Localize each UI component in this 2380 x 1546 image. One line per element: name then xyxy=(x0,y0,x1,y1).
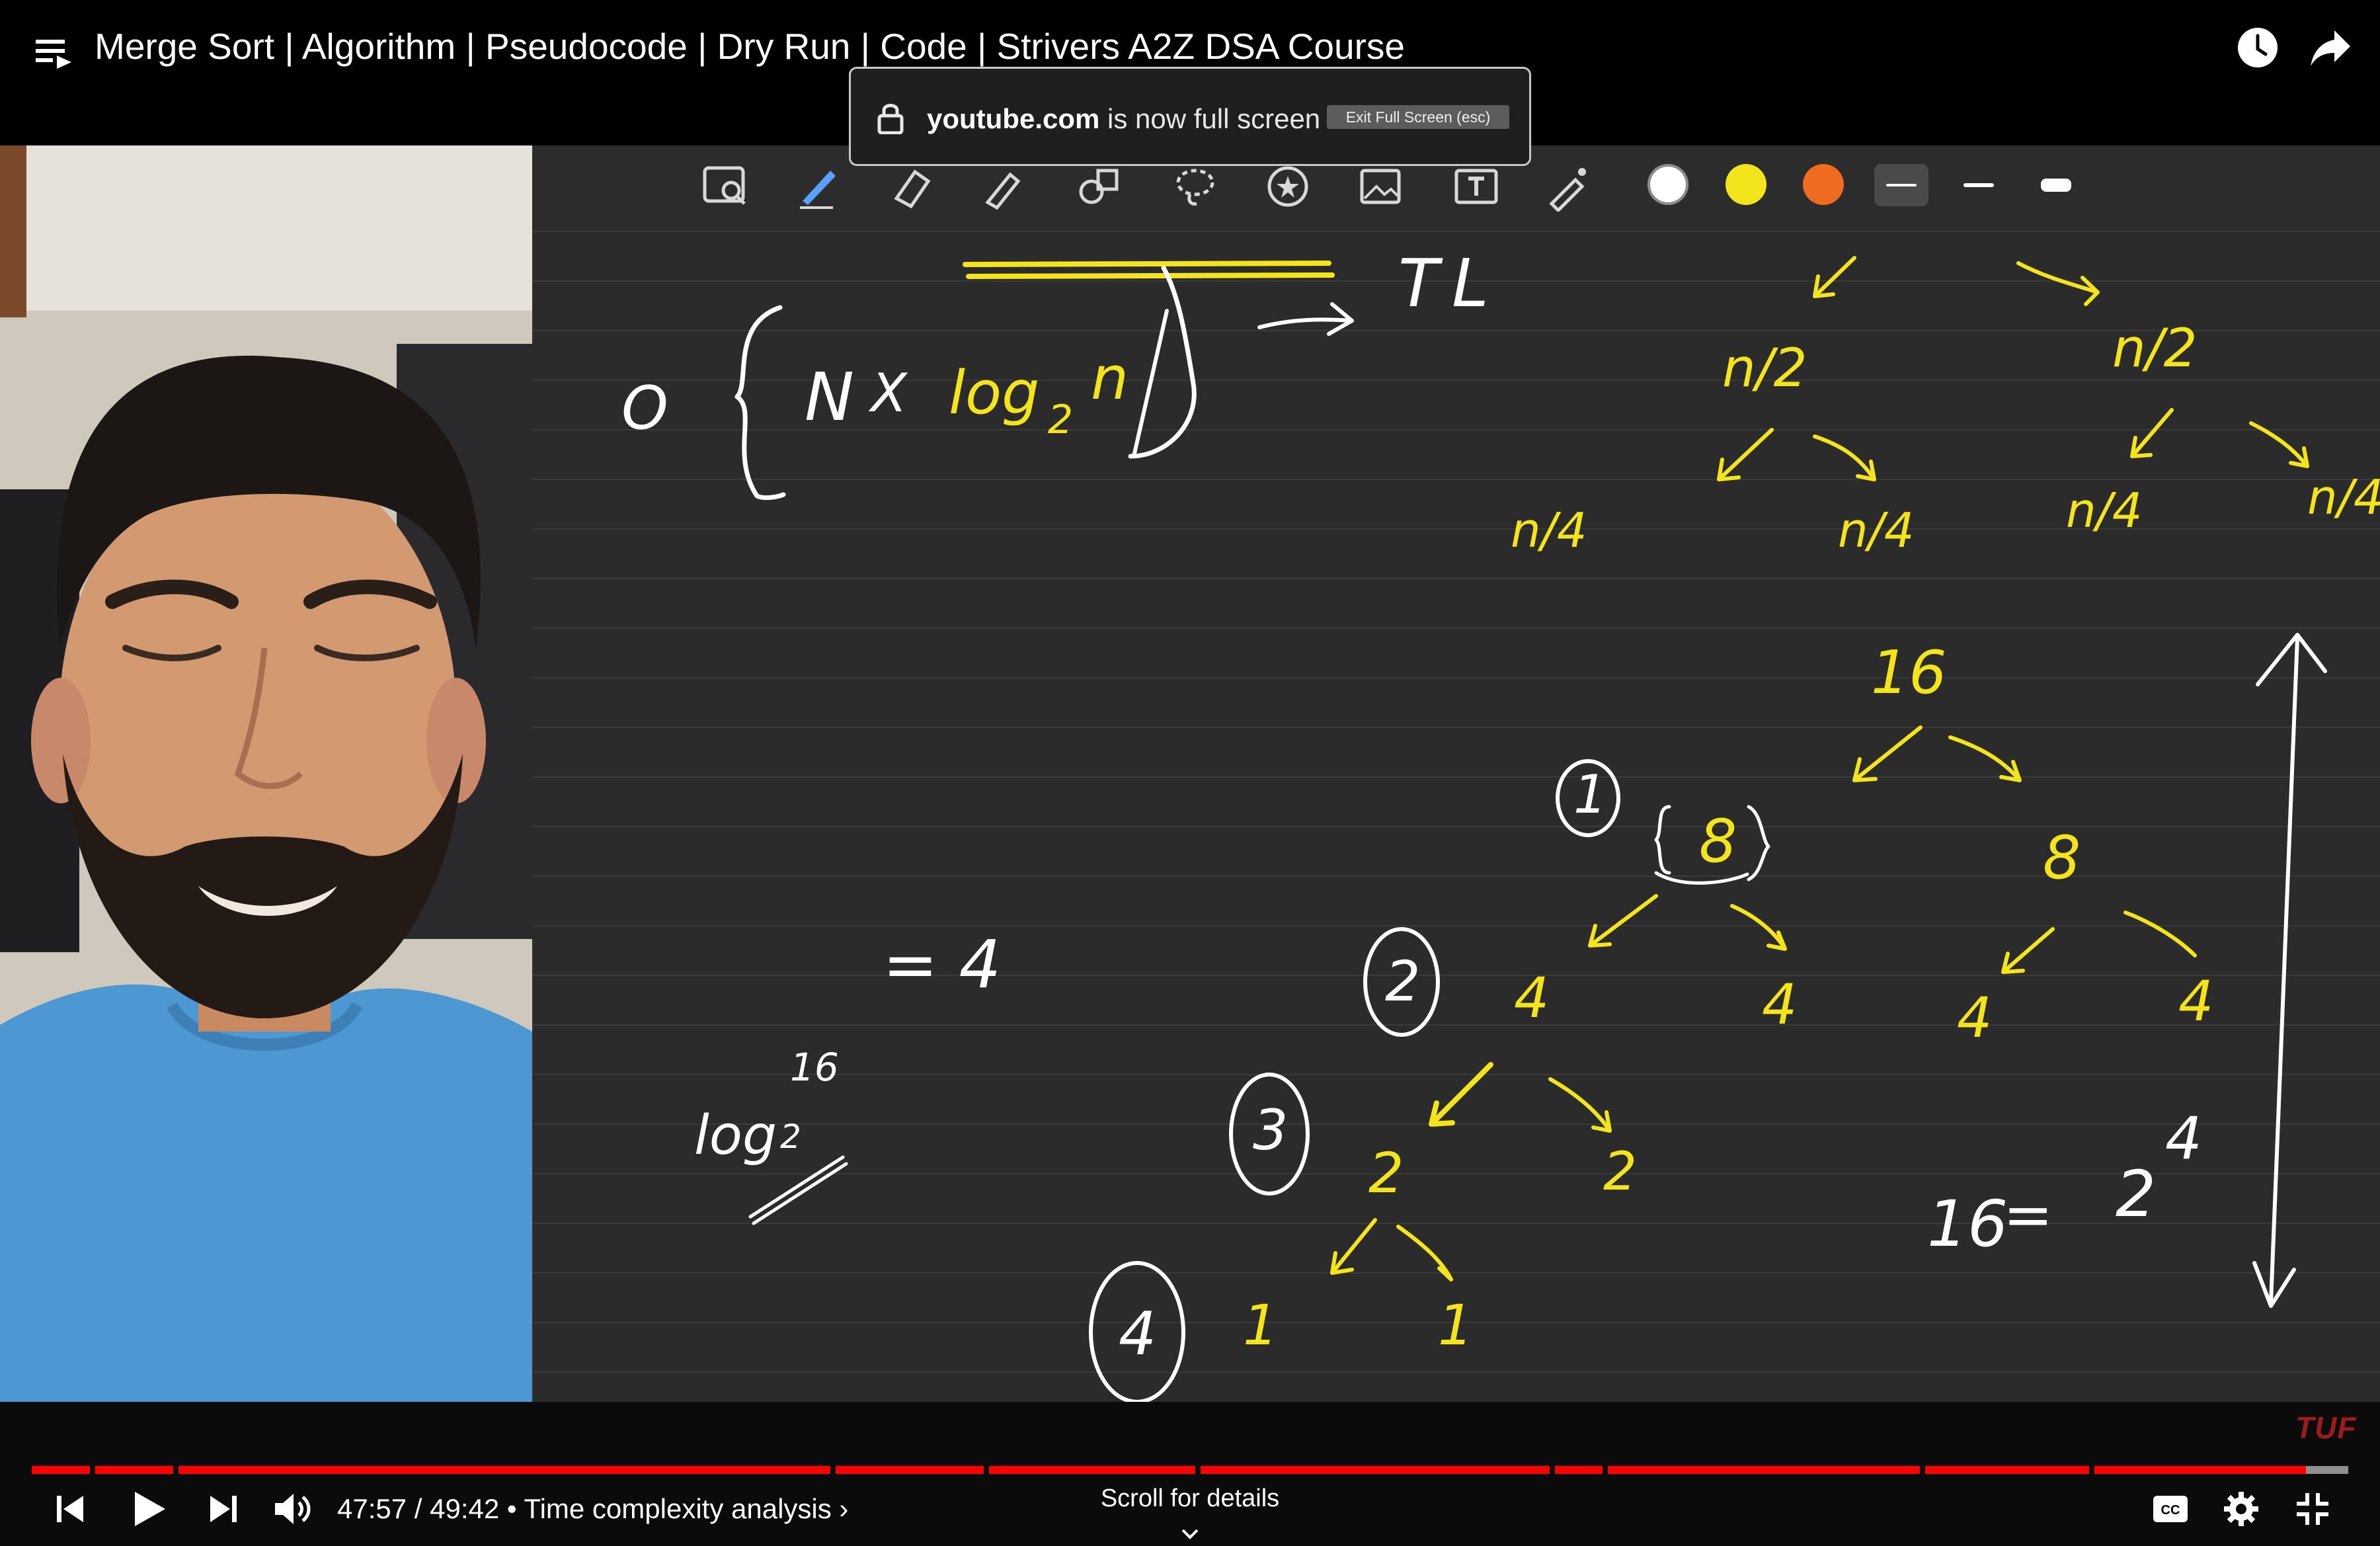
color-white-swatch[interactable] xyxy=(1647,164,1688,205)
level-1-label: 1 xyxy=(1573,764,1607,825)
chapter-marker xyxy=(2089,1466,2094,1474)
node-4-d: 4 xyxy=(2178,969,2214,1034)
node-n4-b: n/4 xyxy=(1838,503,1915,558)
chevron-down-icon xyxy=(1181,1529,1199,1539)
pow-base: 2 xyxy=(2116,1157,2157,1231)
previous-icon[interactable] xyxy=(54,1493,86,1525)
webcam-feed xyxy=(0,145,532,1402)
image-icon[interactable] xyxy=(1355,161,1406,212)
stroke-medium-button[interactable] xyxy=(1952,164,2006,206)
node-4-b: 4 xyxy=(1762,972,1798,1037)
level-3-label: 3 xyxy=(1253,1098,1289,1162)
shapes-icon[interactable] xyxy=(1074,161,1125,212)
ruled-lines xyxy=(532,231,2380,1373)
color-yellow-swatch[interactable] xyxy=(1726,164,1766,205)
node-4-a: 4 xyxy=(1514,965,1550,1030)
log-word: log xyxy=(694,1104,777,1167)
pow-eq: = xyxy=(2003,1180,2053,1250)
video-title[interactable]: Merge Sort | Algorithm | Pseudocode | Dr… xyxy=(95,26,1405,67)
fullscreen-notice: youtube.com is now full screen Exit Full… xyxy=(849,67,1531,166)
lock-icon xyxy=(877,104,904,134)
progress-remaining xyxy=(2306,1466,2348,1474)
log-result: = 4 xyxy=(883,926,1002,1003)
node-n2-right: n/2 xyxy=(2112,317,2198,379)
chapter-marker xyxy=(984,1466,989,1474)
node-n4-c: n/4 xyxy=(2066,483,2143,538)
chapter-marker xyxy=(1195,1466,1201,1474)
playlist-icon[interactable] xyxy=(36,34,71,70)
level-4-label: 4 xyxy=(1119,1299,1157,1369)
sticker-icon[interactable] xyxy=(1263,161,1313,212)
node-n2-left: n/2 xyxy=(1722,337,1807,399)
exit-fullscreen-icon[interactable] xyxy=(2295,1492,2330,1526)
exit-fullscreen-button[interactable]: Exit Full Screen (esc) xyxy=(1327,105,1509,129)
node-2-a: 2 xyxy=(1368,1141,1404,1205)
ink-strokes xyxy=(734,256,2327,1402)
tl-label: TL xyxy=(1398,245,1502,322)
fullscreen-message: youtube.com is now full screen xyxy=(927,99,1320,139)
svg-text:CC: CC xyxy=(2161,1503,2180,1518)
formula-n: N xyxy=(805,358,854,436)
log-base: 2 xyxy=(780,1118,801,1156)
text-box-icon[interactable] xyxy=(1451,161,1501,212)
play-icon[interactable] xyxy=(131,1489,168,1529)
formula-log: log xyxy=(949,358,1040,428)
node-1-a: 1 xyxy=(1243,1293,1279,1358)
chapter-marker xyxy=(830,1466,836,1474)
node-8-left: 8 xyxy=(1699,807,1737,876)
formula-o: O xyxy=(621,374,668,443)
fullscreen-message-text: is now full screen xyxy=(1099,103,1321,134)
chapter-marker xyxy=(1603,1466,1608,1474)
pow-exp: 4 xyxy=(2165,1104,2202,1172)
formula-times: X xyxy=(871,362,907,424)
lasso-icon[interactable] xyxy=(1170,161,1220,212)
node-2-b: 2 xyxy=(1603,1141,1637,1202)
node-8-right: 8 xyxy=(2043,823,2081,893)
stroke-thin-button[interactable] xyxy=(1874,164,1928,206)
watch-later-icon[interactable] xyxy=(2237,26,2279,69)
formula-arg: n xyxy=(1091,344,1129,413)
captions-icon[interactable]: CC xyxy=(2152,1494,2189,1524)
channel-watermark: TUF xyxy=(2295,1410,2357,1445)
chapter-marker xyxy=(173,1466,178,1474)
chapter-marker xyxy=(90,1466,95,1474)
log-arg: 16 xyxy=(790,1045,839,1090)
pow-lhs: 16 xyxy=(1927,1187,2008,1261)
pen-icon[interactable] xyxy=(793,161,844,212)
eraser-icon[interactable] xyxy=(886,161,936,212)
chapter-marker xyxy=(1920,1466,1925,1474)
node-1-b: 1 xyxy=(1438,1293,1474,1358)
player-controls xyxy=(0,1402,2380,1546)
time-and-chapter[interactable]: 47:57 / 49:42 • Time complexity analysis… xyxy=(337,1493,849,1524)
node-4-c: 4 xyxy=(1957,985,1993,1050)
whiteboard-canvas[interactable]: O N X log 2 n TL n/2 n/2 n/4 n/4 n/4 n/4… xyxy=(532,145,2380,1402)
highlighter-icon[interactable] xyxy=(978,161,1029,212)
presenter-image xyxy=(0,145,532,1402)
formula-base: 2 xyxy=(1048,397,1074,443)
laser-pointer-icon[interactable] xyxy=(1544,161,1594,212)
node-n4-a: n/4 xyxy=(1511,503,1587,558)
scroll-for-details[interactable]: Scroll for details xyxy=(1058,1481,1322,1546)
node-n4-d: n/4 xyxy=(2307,469,2380,525)
node-16: 16 xyxy=(1871,638,1947,708)
volume-icon[interactable] xyxy=(274,1492,312,1526)
color-orange-swatch[interactable] xyxy=(1803,164,1844,205)
fullscreen-domain: youtube.com xyxy=(927,103,1100,134)
progress-played xyxy=(32,1466,2306,1474)
zoom-insert-icon[interactable] xyxy=(701,161,751,212)
settings-gear-icon[interactable] xyxy=(2223,1490,2260,1527)
share-icon[interactable] xyxy=(2309,28,2352,67)
level-2-label: 2 xyxy=(1385,949,1421,1014)
stroke-thick-button[interactable] xyxy=(2029,164,2083,206)
title-bar: Merge Sort | Algorithm | Pseudocode | Dr… xyxy=(0,0,2380,145)
next-icon[interactable] xyxy=(208,1493,239,1525)
progress-bar[interactable] xyxy=(32,1466,2348,1474)
scroll-hint-label: Scroll for details xyxy=(1100,1485,1280,1512)
chapter-marker xyxy=(1550,1466,1555,1474)
